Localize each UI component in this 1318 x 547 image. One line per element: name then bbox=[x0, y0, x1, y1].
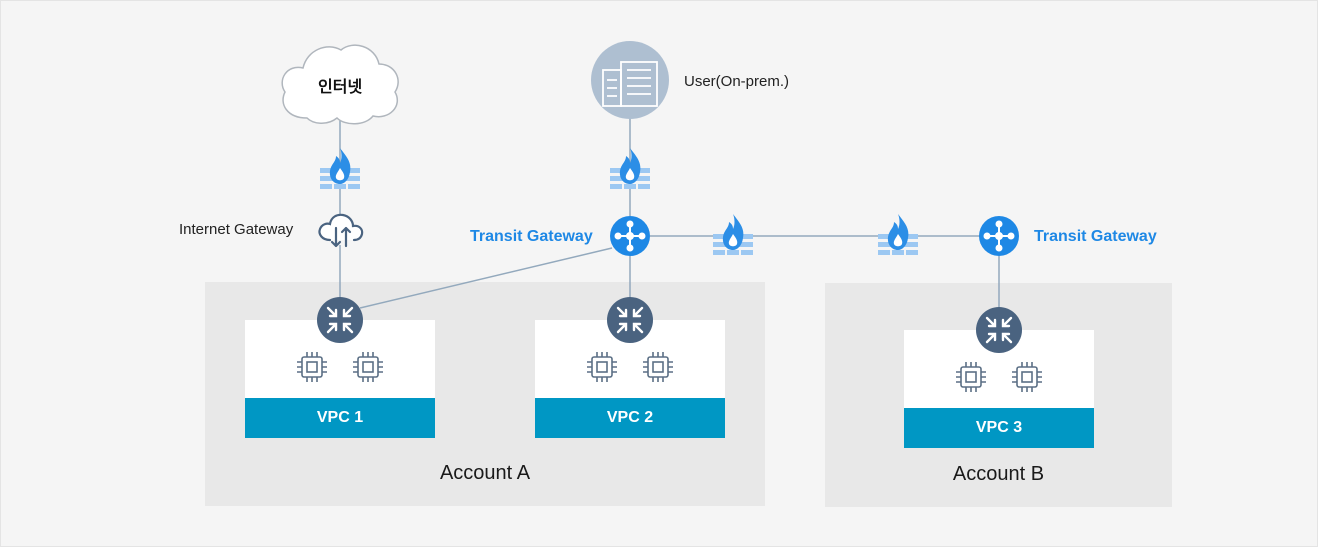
transit-gateway-hub-icon bbox=[610, 216, 650, 256]
building-icon bbox=[591, 41, 669, 119]
firewall-icon bbox=[320, 148, 360, 189]
user-label: User(On-prem.) bbox=[684, 73, 790, 90]
internet-gateway-icon bbox=[318, 213, 364, 248]
internet-cloud-icon bbox=[281, 44, 399, 125]
firewall-icon bbox=[610, 148, 650, 189]
cpu-chip-icon bbox=[297, 352, 327, 382]
vpc-1-label: VPC 1 bbox=[245, 398, 435, 438]
transit-gateway-a-label: Transit Gateway bbox=[470, 228, 593, 245]
internet-gateway-label: Internet Gateway bbox=[179, 221, 294, 238]
vpc-2-label: VPC 2 bbox=[535, 398, 725, 438]
vpc-3-label: VPC 3 bbox=[904, 408, 1094, 448]
transit-gateway-b-label: Transit Gateway bbox=[1034, 228, 1157, 245]
cpu-chip-icon bbox=[353, 352, 383, 382]
internet-label: 인터넷 bbox=[318, 79, 363, 96]
router-icon bbox=[976, 307, 1022, 353]
line-tgw-a-to-router1 bbox=[359, 247, 613, 309]
router-icon bbox=[317, 297, 363, 343]
router-icon bbox=[607, 297, 653, 343]
vpc-3-instances bbox=[904, 360, 1094, 394]
cpu-chip-icon bbox=[643, 352, 673, 382]
account-a-label: Account A bbox=[439, 462, 531, 484]
firewall-icon bbox=[878, 214, 918, 255]
transit-gateway-hub-icon bbox=[979, 216, 1019, 256]
vpc-1-instances bbox=[245, 350, 435, 384]
firewall-icon bbox=[713, 214, 753, 255]
vpc-3: VPC 3 bbox=[904, 330, 1094, 448]
cpu-chip-icon bbox=[1012, 362, 1042, 392]
vpc-2: VPC 2 bbox=[535, 320, 725, 438]
account-b-label: Account B bbox=[952, 463, 1045, 485]
cpu-chip-icon bbox=[956, 362, 986, 392]
cpu-chip-icon bbox=[587, 352, 617, 382]
vpc-2-instances bbox=[535, 350, 725, 384]
